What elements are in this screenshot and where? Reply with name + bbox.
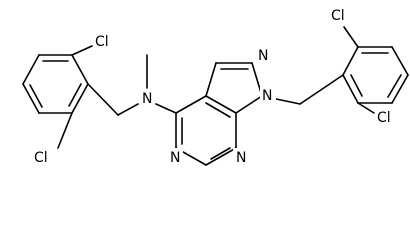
cl-top-right-label: Cl — [331, 8, 345, 24]
bond — [235, 95, 263, 114]
n3-label: N — [236, 150, 246, 166]
bond — [342, 46, 359, 76]
purine-pyrimidine-ring — [175, 95, 237, 166]
bond-benzyl-ch2-left — [87, 83, 119, 116]
bond — [205, 147, 237, 166]
double-bond-inner — [350, 74, 363, 97]
atom-label-cl-top-left: Cl — [94, 32, 114, 50]
bond — [71, 83, 89, 114]
atom-label-n1: N — [167, 148, 183, 166]
bond — [205, 95, 237, 114]
atom-label-n3: N — [233, 148, 249, 166]
bond-to-cl-top-right — [343, 26, 359, 48]
bond — [22, 83, 40, 114]
bond — [175, 95, 207, 114]
left-benzene-ring — [22, 54, 89, 114]
bond-to-cl-top-left — [71, 45, 93, 56]
bond — [22, 54, 40, 85]
n-amine-label: N — [142, 91, 152, 107]
bond — [391, 46, 409, 76]
cl-bottom-right-label: Cl — [377, 110, 391, 126]
bond — [205, 62, 217, 97]
bond-n-to-c6 — [155, 103, 177, 114]
cl-top-left-label: Cl — [95, 34, 109, 50]
atom-label-n-amine: N — [139, 89, 155, 107]
purine-imidazole-ring — [205, 62, 263, 114]
double-bond-inner — [210, 147, 231, 160]
bond-ch2-to-right-ring — [299, 74, 344, 105]
double-bond-inner — [68, 83, 82, 107]
double-bond-inner — [205, 102, 231, 118]
atom-label-n7: N — [256, 47, 272, 65]
bond — [71, 54, 89, 85]
chemical-structure-diagram: Cl Cl N N N N N Cl Cl — [22, 6, 409, 166]
n9-label: N — [262, 88, 272, 104]
n7-label: N — [258, 48, 268, 64]
bond — [342, 74, 359, 104]
double-bond-inner — [387, 74, 402, 98]
atom-label-cl-top-right: Cl — [330, 6, 352, 24]
atom-label-cl-bottom-left: Cl — [33, 148, 53, 166]
atom-label-n9: N — [260, 87, 276, 105]
bond — [391, 74, 409, 104]
double-bond-inner — [29, 84, 43, 108]
n1-label: N — [170, 150, 180, 166]
right-benzene-ring — [342, 46, 409, 104]
bond-ch2-to-n-amine — [117, 103, 139, 116]
cl-bottom-left-label: Cl — [34, 150, 48, 166]
atom-label-cl-bottom-right: Cl — [376, 108, 398, 126]
bond-to-cl-bottom-right — [357, 102, 375, 114]
bond-to-cl-bottom-left — [57, 112, 73, 149]
